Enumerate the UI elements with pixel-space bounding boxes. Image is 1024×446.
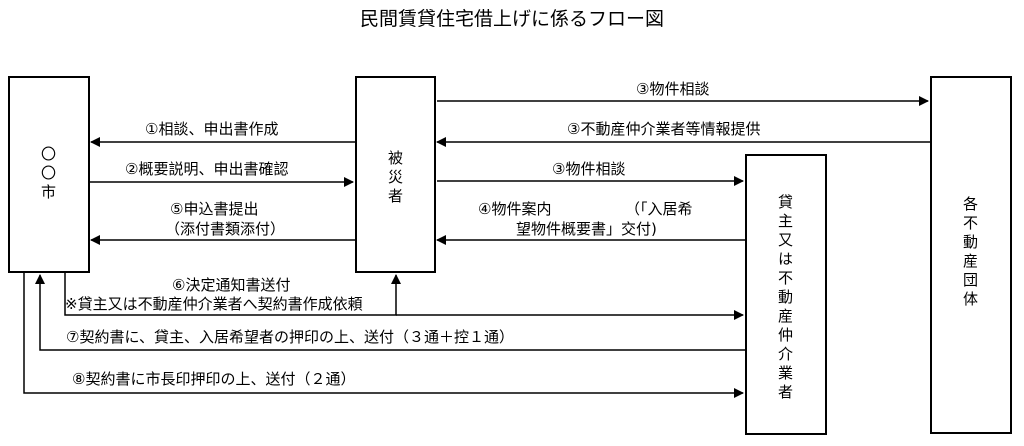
label-property-consult-landlord: ③物件相談 xyxy=(552,160,626,178)
label-application-submit-2: （添付書類添付） xyxy=(165,220,286,238)
page-title: 民間賃貸住宅借上げに係るフロー図 xyxy=(359,8,664,30)
label-property-guide-3: 望物件概要書」交付) xyxy=(516,220,657,238)
landlord-label: 貸主又は不動産仲介業者 xyxy=(776,194,794,403)
label-explain-confirm: ②概要説明、申出書確認 xyxy=(125,160,289,178)
arrow-contract-mayor-seal xyxy=(23,273,744,398)
label-contract-mayor-seal: ⑧契約書に市長印押印の上、送付（２通） xyxy=(72,370,356,388)
arrow-contract-seal xyxy=(35,274,745,351)
label-consult-apply: ①相談、申出書作成 xyxy=(145,120,279,138)
label-contract-seal: ⑦契約書に、貸主、入居希望者の押印の上、送付（３通＋控１通） xyxy=(66,328,515,346)
city-label: 〇〇市 xyxy=(39,146,57,203)
label-contract-request: ※貸主又は不動産仲介業者へ契約書作成依頼 xyxy=(65,295,363,313)
victim-label: 被災者 xyxy=(386,150,404,207)
city-box: 〇〇市 xyxy=(8,76,90,273)
arrow-decision-notice xyxy=(64,273,401,316)
realestate-org-label: 各不動産団体 xyxy=(961,196,979,310)
label-info-provision: ③不動産仲介業者等情報提供 xyxy=(567,120,761,138)
label-property-consult-org: ③物件相談 xyxy=(636,80,710,98)
realestate-org-box: 各不動産団体 xyxy=(930,76,1012,434)
label-decision-notice: ⑥決定通知書送付 xyxy=(172,276,291,294)
landlord-box: 貸主又は不動産仲介業者 xyxy=(745,154,827,435)
victim-box: 被災者 xyxy=(355,76,436,273)
label-property-guide-1: ④物件案内 xyxy=(478,200,552,218)
label-application-submit-1: ⑤申込書提出 xyxy=(170,200,259,218)
label-property-guide-2: （「入居希 xyxy=(625,200,693,218)
